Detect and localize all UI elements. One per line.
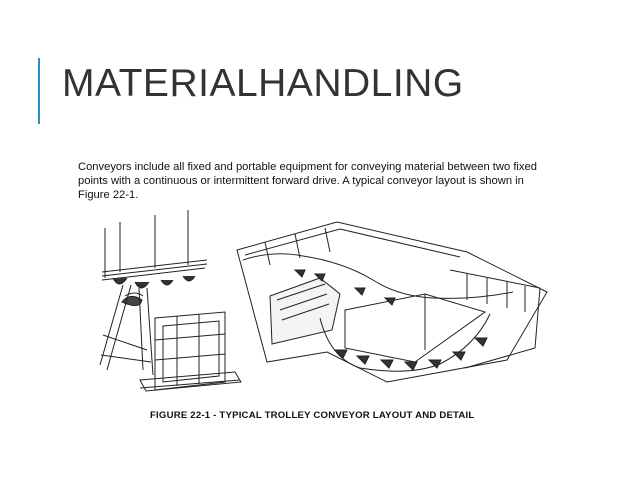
body-line: points with a continuous or intermittent… [78,175,524,187]
figure-caption: FIGURE 22-1 - TYPICAL TROLLEY CONVEYOR L… [150,410,475,421]
title-accent-bar [38,58,40,124]
conveyor-figure [95,210,550,405]
body-paragraph: Conveyors include all fixed and portable… [78,160,578,202]
conveyor-layout-drawing [236,221,548,383]
body-line: Figure 22-1. [78,189,139,201]
conveyor-figure-drawing [99,210,548,392]
trolley-detail-drawing [99,210,242,392]
body-line: Conveyors include all fixed and portable… [78,161,537,173]
slide-title: MATERIALHANDLING [62,62,464,105]
